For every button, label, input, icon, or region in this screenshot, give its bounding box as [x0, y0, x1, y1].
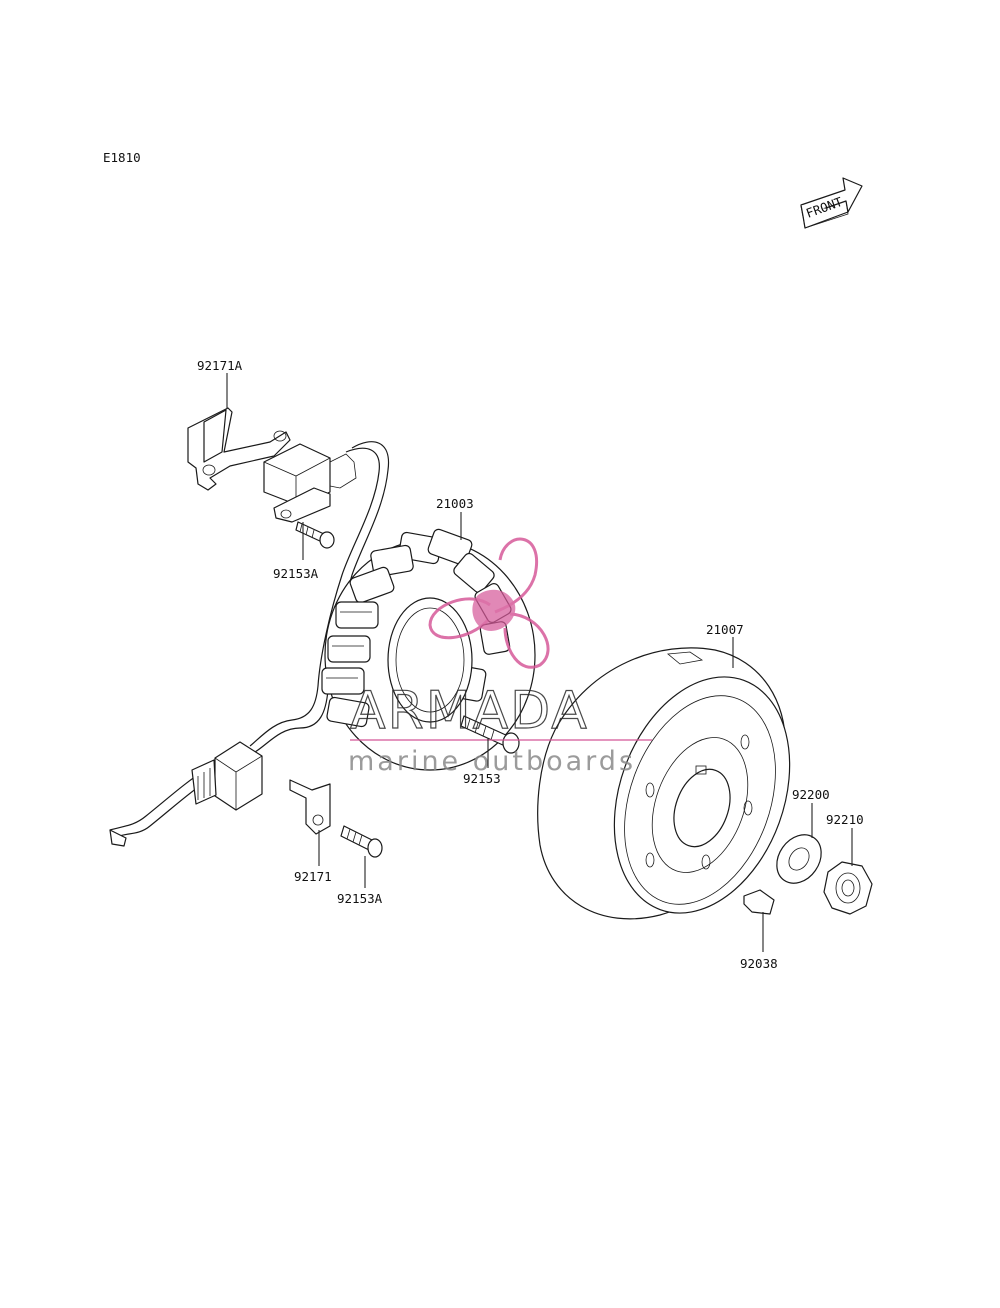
label-92153A-bottom: 92153A: [337, 891, 383, 906]
leader-lines: [226, 373, 853, 952]
label-92210: 92210: [826, 812, 864, 827]
label-92171A: 92171A: [197, 358, 243, 373]
label-92200: 92200: [792, 787, 830, 802]
label-92153: 92153: [463, 771, 501, 786]
front-arrow-icon: FRONT: [800, 177, 863, 229]
flywheel-21007: [537, 647, 791, 920]
bracket-92171A: [187, 407, 357, 523]
watermark-logo-icon: [428, 537, 550, 669]
bolt-92153: [460, 715, 520, 754]
watermark: ARMADA marine outboards: [348, 537, 652, 777]
label-92171: 92171: [294, 869, 332, 884]
wire-harness: [109, 441, 390, 847]
wire-connector: [191, 741, 263, 811]
key-92038: [743, 889, 775, 915]
label-92153A-top: 92153A: [273, 566, 319, 581]
label-21007: 21007: [706, 622, 744, 637]
label-92038: 92038: [740, 956, 778, 971]
bracket-92171: [289, 779, 331, 835]
washer-92200: [776, 834, 822, 884]
diagram-code: E1810: [103, 150, 141, 165]
watermark-brand: ARMADA: [350, 681, 589, 741]
bolt-92153A-bottom: [340, 825, 383, 858]
watermark-tagline: marine outboards: [348, 746, 636, 777]
nut-92210: [823, 861, 873, 915]
label-21003: 21003: [436, 496, 474, 511]
